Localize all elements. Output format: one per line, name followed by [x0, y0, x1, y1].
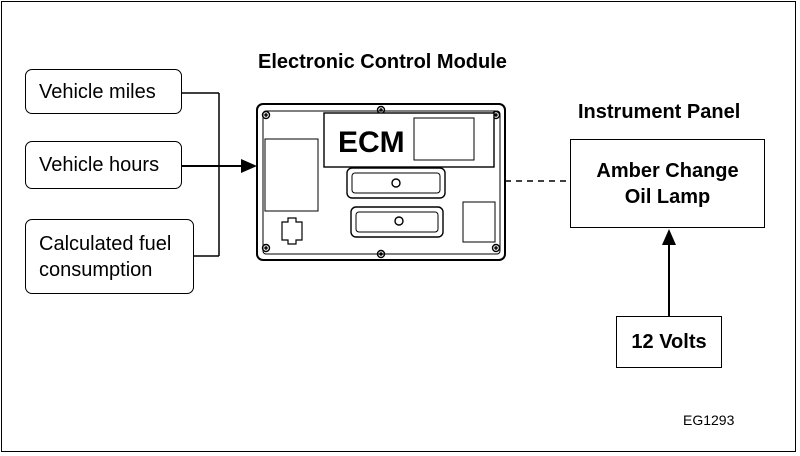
figure-code: EG1293	[683, 412, 735, 428]
lamp-label-line: Amber Change	[596, 159, 739, 182]
power-label: 12 Volts	[631, 330, 707, 353]
power-arrow-head	[662, 229, 676, 245]
input-box-fuel-consumption: Calculated fuel consumption	[25, 219, 194, 294]
input-label: Vehicle miles	[39, 80, 156, 103]
amber-oil-lamp-box: Amber Change Oil Lamp	[570, 139, 765, 228]
input-box-vehicle-hours: Vehicle hours	[25, 141, 182, 189]
ecm-label: ECM	[338, 126, 405, 159]
ecm-module-title: Electronic Control Module	[258, 51, 507, 73]
input-label-line: consumption	[39, 258, 153, 281]
input-box-vehicle-miles: Vehicle miles	[25, 69, 182, 114]
input-label: Vehicle hours	[39, 154, 160, 176]
instrument-panel-title: Instrument Panel	[578, 101, 741, 123]
ecm-module-drawing	[256, 103, 506, 261]
input-arrow-head	[241, 159, 257, 173]
power-supply-box: 12 Volts	[616, 316, 722, 368]
lamp-label-line: Oil Lamp	[624, 185, 711, 208]
input-label-line: Calculated fuel	[39, 232, 172, 255]
